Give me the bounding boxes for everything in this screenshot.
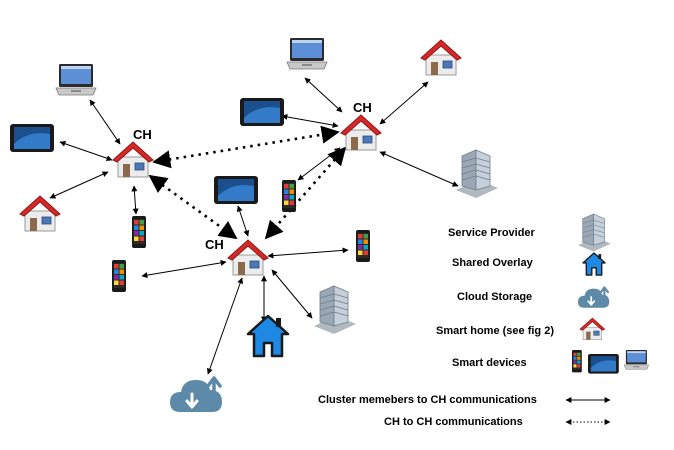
house-icon — [420, 39, 462, 76]
laptop-icon — [286, 37, 328, 70]
cluster-head-house-icon — [227, 239, 269, 276]
smartphone-icon — [572, 350, 582, 373]
legend-shared-overlay-label: Shared Overlay — [452, 257, 534, 269]
smartphone-icon — [282, 180, 296, 212]
building-icon — [455, 149, 499, 199]
legend-smart-devices-label: Smart devices — [452, 357, 527, 369]
ch-label: CH — [353, 100, 372, 115]
ch-label: CH — [133, 127, 152, 142]
legend-ch-comm-label: CH to CH communications — [384, 416, 523, 428]
smartphone-icon — [356, 230, 370, 262]
ch-to-ch-links — [148, 125, 347, 240]
overlay-home-icon — [582, 252, 606, 276]
smartphone-icon — [112, 260, 126, 292]
ch-link-left-right — [152, 125, 340, 169]
legend-service-provider-label: Service Provider — [448, 227, 536, 239]
ch-link-left-bottom — [148, 174, 238, 240]
cluster-head-house-icon — [112, 141, 154, 178]
tablet-icon — [588, 354, 619, 374]
cloud-icon — [576, 286, 611, 309]
member-links — [49, 77, 459, 375]
tablet-icon — [10, 124, 54, 152]
laptop-icon — [623, 349, 650, 370]
tablet-icon — [214, 176, 258, 204]
tablet-icon — [240, 98, 284, 126]
building-icon — [313, 285, 357, 335]
legend-member-comm-label: Cluster memebers to CH communications — [318, 394, 537, 406]
ch-link-right-bottom — [264, 146, 347, 240]
cluster-head-house-icon — [340, 114, 382, 151]
house-icon — [579, 317, 606, 341]
overlay-home-icon — [246, 314, 290, 358]
building-icon — [577, 213, 612, 252]
legend-cloud-storage-label: Cloud Storage — [457, 291, 532, 303]
legend: Service Provider Shared Overlay Cloud St… — [318, 213, 650, 428]
house-icon — [19, 195, 61, 232]
ch-label: CH — [205, 237, 224, 252]
laptop-icon — [55, 63, 97, 96]
legend-smart-home-label: Smart home (see fig 2) — [436, 325, 554, 337]
smartphone-icon — [132, 216, 146, 248]
cloud-icon — [168, 376, 224, 414]
